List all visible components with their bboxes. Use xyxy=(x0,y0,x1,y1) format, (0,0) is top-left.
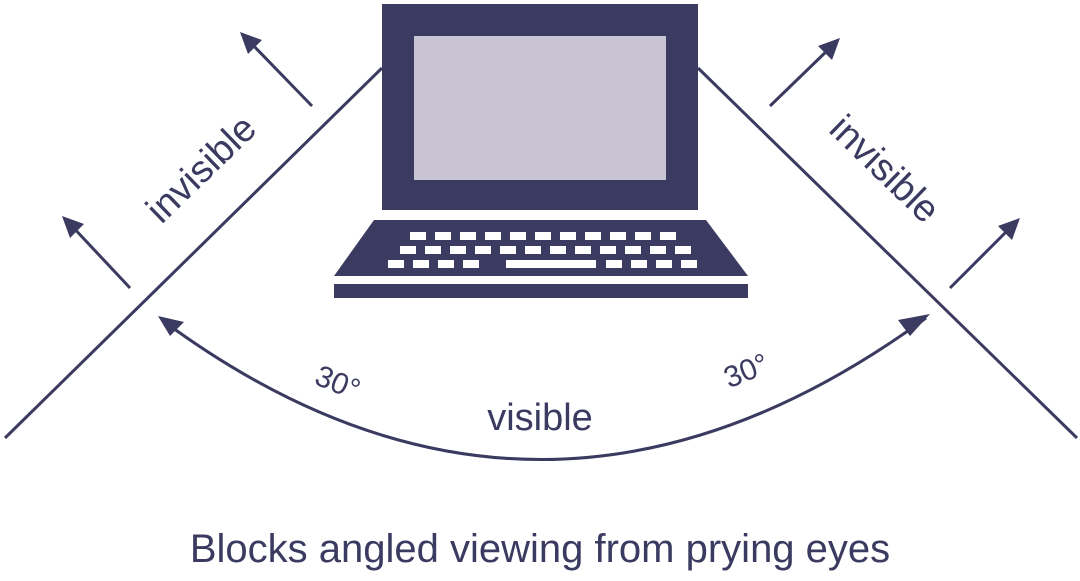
keyboard-key xyxy=(681,260,697,268)
keyboard-key xyxy=(475,246,491,254)
left-upper-arrowhead xyxy=(240,32,262,54)
visible-angle-arc xyxy=(161,316,927,461)
keyboard-key xyxy=(510,232,526,240)
invisible-right-label: invisible xyxy=(821,107,947,231)
keyboard-key xyxy=(600,246,616,254)
keyboard-key xyxy=(631,260,647,268)
keyboard-key xyxy=(650,246,666,254)
angle-left-label: 30° xyxy=(310,359,364,407)
keyboard-key xyxy=(438,260,454,268)
keyboard-key xyxy=(635,232,651,240)
keyboard-key xyxy=(485,232,501,240)
keyboard-key xyxy=(560,232,576,240)
keyboard-key xyxy=(660,232,676,240)
keyboard-key xyxy=(610,232,626,240)
right-lower-arrowhead xyxy=(998,218,1020,240)
laptop-icon xyxy=(334,4,748,298)
left-upper-arrow xyxy=(246,38,314,108)
keyboard-key xyxy=(463,260,479,268)
keyboard-key xyxy=(500,246,516,254)
keyboard-key xyxy=(460,232,476,240)
right-upper-arrowhead xyxy=(818,38,840,60)
arc-left-arrowhead xyxy=(158,316,184,336)
keyboard-key xyxy=(585,232,601,240)
right-lower-arrow xyxy=(948,224,1014,290)
visible-label: visible xyxy=(487,397,593,439)
keyboard-key xyxy=(388,260,404,268)
keyboard-key xyxy=(535,232,551,240)
left-boundary-line xyxy=(3,66,384,440)
invisible-left-label: invisible xyxy=(138,107,264,231)
arc-right-arrowhead xyxy=(898,314,930,336)
keyboard-key xyxy=(525,246,541,254)
keyboard-key xyxy=(435,232,451,240)
keyboard-key xyxy=(400,246,416,254)
left-lower-arrow xyxy=(68,222,132,290)
keyboard-key xyxy=(425,246,441,254)
keyboard-key xyxy=(450,246,466,254)
keyboard-key xyxy=(675,246,691,254)
keyboard-key xyxy=(413,260,429,268)
angle-right-label: 30° xyxy=(719,347,773,395)
laptop-screen xyxy=(414,36,666,180)
keyboard-key xyxy=(656,260,672,268)
keyboard-key xyxy=(550,246,566,254)
caption: Blocks angled viewing from prying eyes xyxy=(190,527,890,571)
laptop-keyboard xyxy=(388,232,697,268)
left-lower-arrowhead xyxy=(62,216,84,238)
keyboard-key xyxy=(625,246,641,254)
laptop-front-edge xyxy=(334,284,748,298)
keyboard-key xyxy=(606,260,622,268)
right-boundary-line xyxy=(696,66,1079,440)
keyboard-spacebar xyxy=(506,260,596,268)
right-upper-arrow xyxy=(768,44,834,108)
keyboard-key xyxy=(410,232,426,240)
keyboard-key xyxy=(575,246,591,254)
